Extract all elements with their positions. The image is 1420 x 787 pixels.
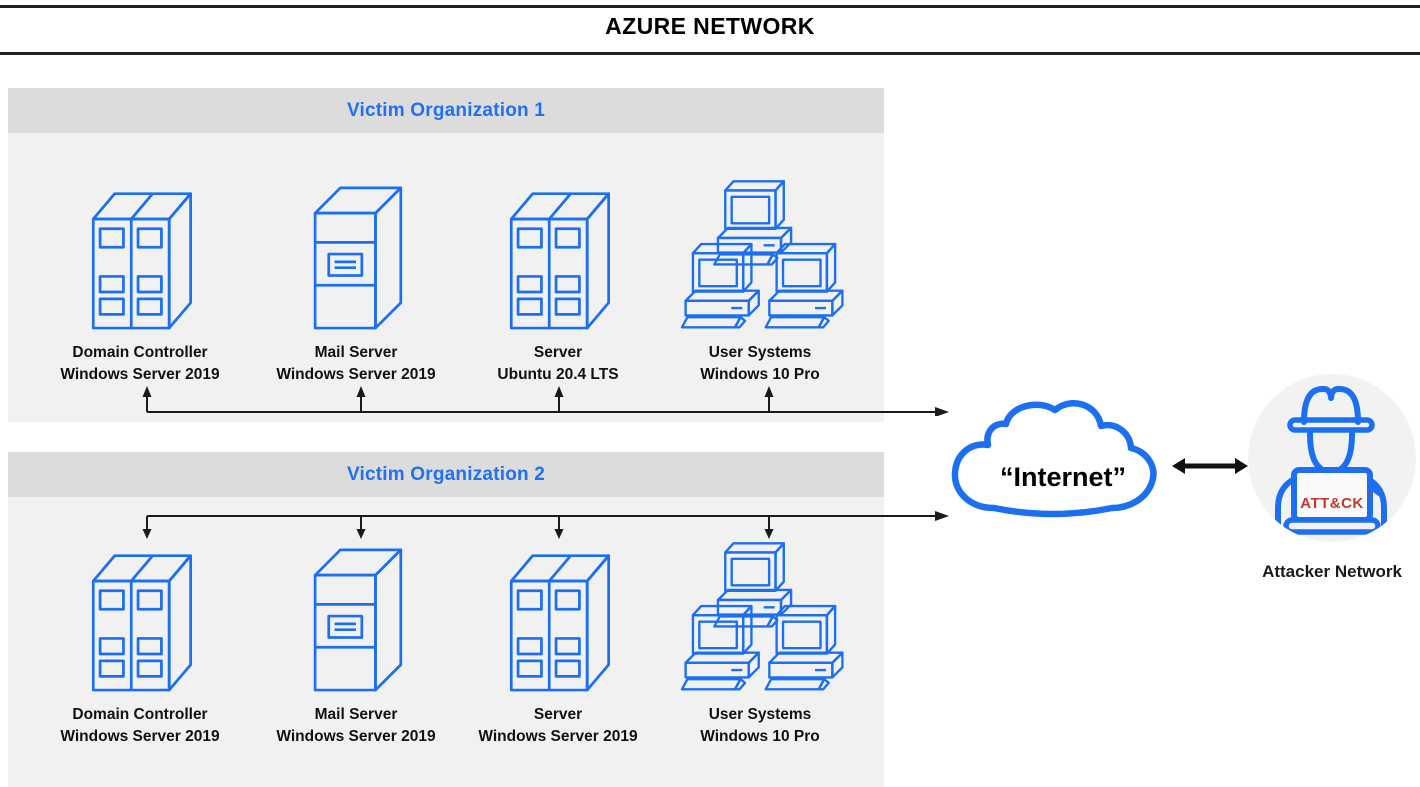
attck-trademark: ®	[1367, 492, 1373, 500]
device-os: Windows Server 2019	[60, 728, 220, 745]
device-name: Domain Controller	[72, 706, 208, 723]
device-os: Windows 10 Pro	[700, 366, 820, 383]
title-underline-rule	[0, 52, 1420, 55]
server-rack-icon	[503, 182, 613, 330]
org1-domain-controller: Domain Controller Windows Server 2019	[30, 172, 250, 386]
user-systems-icon	[676, 174, 844, 330]
server-rack-icon	[85, 544, 195, 692]
attacker-network-label: Attacker Network	[1262, 562, 1402, 581]
victim-org-1-header: Victim Organization 1	[8, 88, 884, 133]
device-name: Mail Server	[314, 706, 398, 723]
mail-server-icon	[309, 182, 403, 330]
attacker-network-circle: ATT&CK ®	[1248, 374, 1416, 542]
org2-server: Server Windows Server 2019	[448, 534, 668, 748]
top-rule	[0, 5, 1420, 8]
device-os: Ubuntu 20.4 LTS	[497, 366, 619, 383]
victim-org-2-header: Victim Organization 2	[8, 452, 884, 497]
mail-server-icon	[309, 544, 403, 692]
internet-label: “Internet”	[999, 462, 1126, 492]
org1-mail-server: Mail Server Windows Server 2019	[246, 172, 466, 386]
device-name: Server	[533, 344, 583, 361]
org2-mail-server: Mail Server Windows Server 2019	[246, 534, 466, 748]
device-name: Mail Server	[314, 344, 398, 361]
attck-laptop-text: ATT&CK	[1300, 495, 1364, 512]
server-rack-icon	[85, 182, 195, 330]
device-name: User Systems	[708, 706, 812, 723]
server-rack-icon	[503, 544, 613, 692]
device-name: Domain Controller	[72, 344, 208, 361]
device-os: Windows Server 2019	[478, 728, 638, 745]
hacker-icon: ATT&CK ®	[1248, 374, 1416, 542]
internet-attacker-arrow	[1172, 458, 1248, 474]
org1-server: Server Ubuntu 20.4 LTS	[448, 172, 668, 386]
device-os: Windows Server 2019	[60, 366, 220, 383]
internet-cloud	[948, 396, 1178, 524]
victim-org-2-panel: Victim Organization 2 Domain Controller …	[8, 452, 884, 787]
device-os: Windows Server 2019	[276, 366, 436, 383]
page-title: AZURE NETWORK	[605, 13, 815, 39]
device-name: User Systems	[708, 344, 812, 361]
device-os: Windows Server 2019	[276, 728, 436, 745]
device-name: Server	[533, 706, 583, 723]
user-systems-icon	[676, 536, 844, 692]
org1-user-systems: User Systems Windows 10 Pro	[650, 172, 870, 386]
cloud-icon	[951, 400, 1157, 518]
org2-domain-controller: Domain Controller Windows Server 2019	[30, 534, 250, 748]
victim-org-1-panel: Victim Organization 1 Domain Controller …	[8, 88, 884, 422]
org2-user-systems: User Systems Windows 10 Pro	[650, 534, 870, 748]
device-os: Windows 10 Pro	[700, 728, 820, 745]
